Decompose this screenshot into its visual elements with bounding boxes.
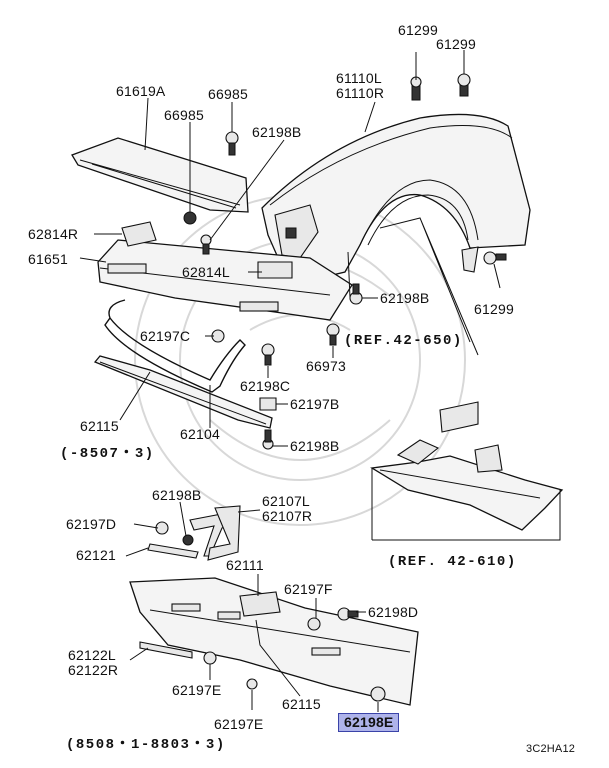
bracket-62107[interactable] (189, 505, 241, 561)
front-bumper[interactable] (97, 221, 353, 321)
label-62197D[interactable]: 62197D (66, 516, 117, 532)
label-62122[interactable]: 62122L 62122R (68, 647, 119, 678)
diagram-code: 3C2HA12 (526, 743, 576, 755)
label-61110[interactable]: 61110L 61110R (336, 70, 385, 101)
ref-42-610: (REF. 42-610) (388, 554, 517, 570)
label-62111[interactable]: 62111 (226, 557, 264, 573)
stay-62121[interactable] (147, 543, 199, 559)
bracket-62111[interactable] (239, 591, 281, 617)
label-66985-right[interactable]: 66985 (208, 86, 248, 102)
fender-shape[interactable] (261, 113, 531, 286)
label-62115-lower[interactable]: 62115 (282, 696, 321, 712)
label-62198B-bracket[interactable]: 62198B (152, 487, 202, 503)
label-62104[interactable]: 62104 (180, 426, 220, 442)
label-62814L[interactable]: 62814L (182, 264, 230, 280)
label-62814R[interactable]: 62814R (28, 226, 79, 242)
stay-62122[interactable] (139, 641, 193, 659)
label-61651[interactable]: 61651 (28, 251, 68, 267)
label-62115-upper[interactable]: 62115 (80, 418, 119, 434)
bumper-reinforcement[interactable] (104, 299, 246, 393)
engine-undercover[interactable] (370, 401, 564, 531)
front-upper-trim[interactable] (71, 137, 249, 213)
label-62197E-lower[interactable]: 62197E (214, 716, 264, 732)
label-62198C[interactable]: 62198C (240, 378, 291, 394)
label-62198B-fender[interactable]: 62198B (380, 290, 430, 306)
label-62197E-upper[interactable]: 62197E (172, 682, 222, 698)
label-61619A[interactable]: 61619A (116, 83, 166, 99)
label-62197F[interactable]: 62197F (284, 581, 333, 597)
label-62198B-lower[interactable]: 62198B (290, 438, 340, 454)
label-61299-right[interactable]: 61299 (474, 301, 514, 317)
ref-42-650: (REF.42-650) (344, 333, 463, 349)
lower-spoiler[interactable] (129, 577, 419, 706)
label-62107[interactable]: 62107L 62107R (262, 493, 313, 524)
label-62197B[interactable]: 62197B (290, 396, 340, 412)
label-62197C[interactable]: 62197C (140, 328, 191, 344)
leader-lines (79, 50, 561, 712)
lower-molding-upper[interactable] (93, 355, 273, 429)
date-range-8508-8803: (8508・1-8803・3) (66, 737, 226, 753)
date-range-8507: (-8507・3) (60, 446, 155, 462)
label-62198D[interactable]: 62198D (368, 604, 419, 620)
label-66985-left[interactable]: 66985 (164, 107, 204, 123)
label-62198E-highlighted[interactable]: 62198E (338, 713, 400, 732)
label-62198B-upper[interactable]: 62198B (252, 124, 302, 140)
fastener-icons (155, 73, 507, 702)
label-61299-top[interactable]: 61299 (398, 22, 438, 38)
label-62121[interactable]: 62121 (76, 547, 116, 563)
label-61299-top-right[interactable]: 61299 (436, 36, 476, 52)
label-66973[interactable]: 66973 (306, 358, 346, 374)
